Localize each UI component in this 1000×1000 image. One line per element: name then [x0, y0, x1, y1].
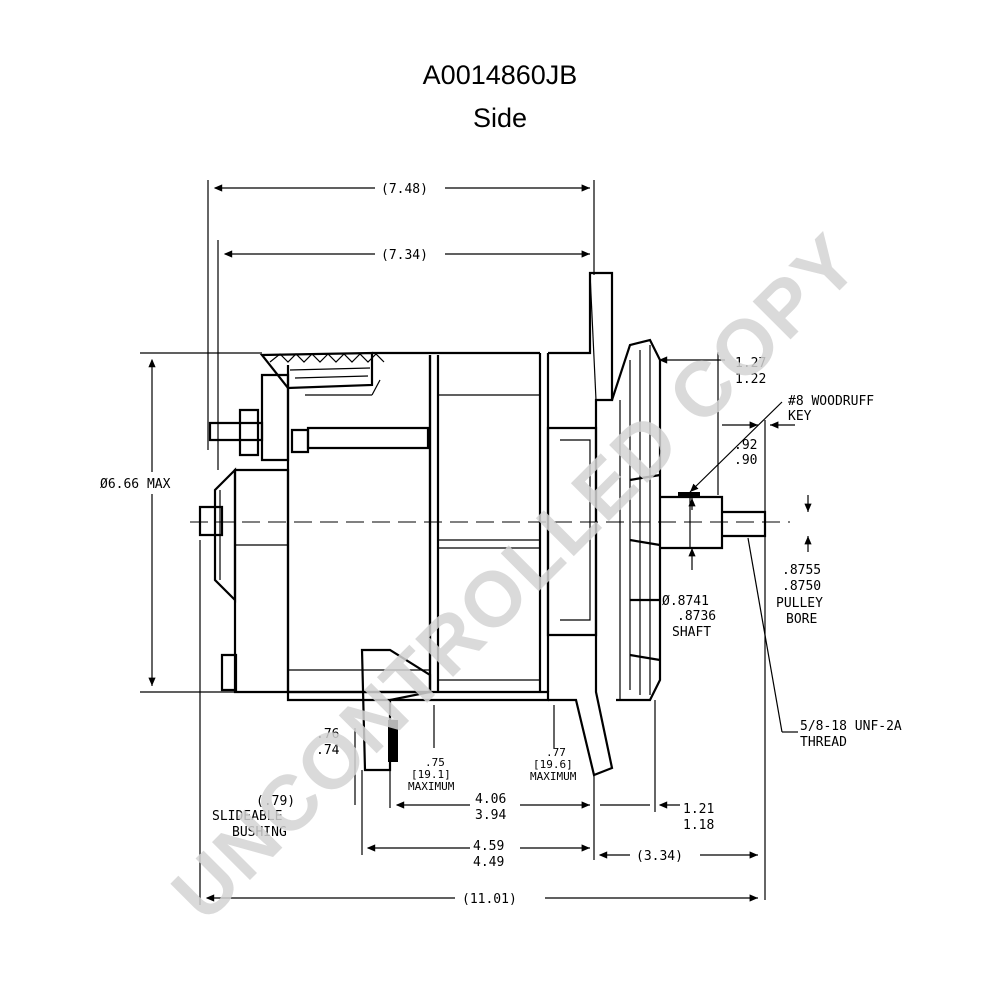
label-bushing-1: SLIDEABLE	[212, 809, 282, 824]
dim-bore-b: .8750	[782, 579, 821, 594]
dim-max1-c: MAXIMUM	[408, 780, 455, 793]
dim-bushing: (.79)	[256, 794, 295, 809]
dim-overall-bottom: (11.01)	[462, 892, 517, 907]
label-thread-1: 5/8-18 UNF-2A	[800, 719, 902, 734]
label-bushing-2: BUSHING	[232, 825, 287, 840]
dim-shaft-b: .8736	[677, 609, 716, 624]
dim-diameter: Ø6.66 MAX	[100, 477, 171, 492]
dim-bore-a: .8755	[782, 563, 821, 578]
dim-max1-a: .75	[425, 756, 445, 769]
dimension-labels: (7.48) (7.34) Ø6.66 MAX 1.27 1.22 #8 WOO…	[100, 182, 902, 907]
part-number-title: A0014860JB	[422, 60, 578, 90]
dim-max2-c: MAXIMUM	[530, 770, 577, 783]
dim-overall-top: (7.48)	[381, 182, 428, 197]
dim-overall-second: (7.34)	[381, 248, 428, 263]
dim-key-b: .90	[734, 453, 757, 468]
dim-max1-b: [19.1]	[411, 768, 451, 781]
dim-hub-b: 1.18	[683, 818, 714, 833]
dim-key-a: .92	[734, 438, 757, 453]
label-bore-2: BORE	[786, 612, 817, 627]
dim-shaft-a: Ø.8741	[662, 594, 709, 609]
view-title: Side	[472, 103, 528, 133]
label-key-line2: KEY	[788, 409, 812, 424]
alternator-body	[190, 271, 790, 777]
dim-max2-a: .77	[546, 746, 566, 759]
dim-foot-a2: .74	[316, 743, 340, 758]
watermark: UNCONTROLLED COPY	[155, 216, 876, 937]
dim-fan-offset-a: 1.27	[735, 356, 766, 371]
dim-mount-b: 3.94	[475, 808, 506, 823]
dimension-lines	[140, 180, 812, 905]
dim-base-a: 4.59	[473, 839, 504, 854]
dim-fan-offset-b: 1.22	[735, 372, 766, 387]
label-key-line1: #8 WOODRUFF	[788, 394, 874, 409]
dim-base-b: 4.49	[473, 855, 504, 870]
label-shaft: SHAFT	[672, 625, 711, 640]
dim-hub-a: 1.21	[683, 802, 714, 817]
dim-max2-b: [19.6]	[533, 758, 573, 771]
dim-front-length: (3.34)	[636, 849, 683, 864]
dim-foot-a1: .76	[316, 727, 339, 742]
dim-mount-a: 4.06	[475, 792, 506, 807]
label-bore-1: PULLEY	[776, 596, 823, 611]
label-thread-2: THREAD	[800, 735, 847, 750]
